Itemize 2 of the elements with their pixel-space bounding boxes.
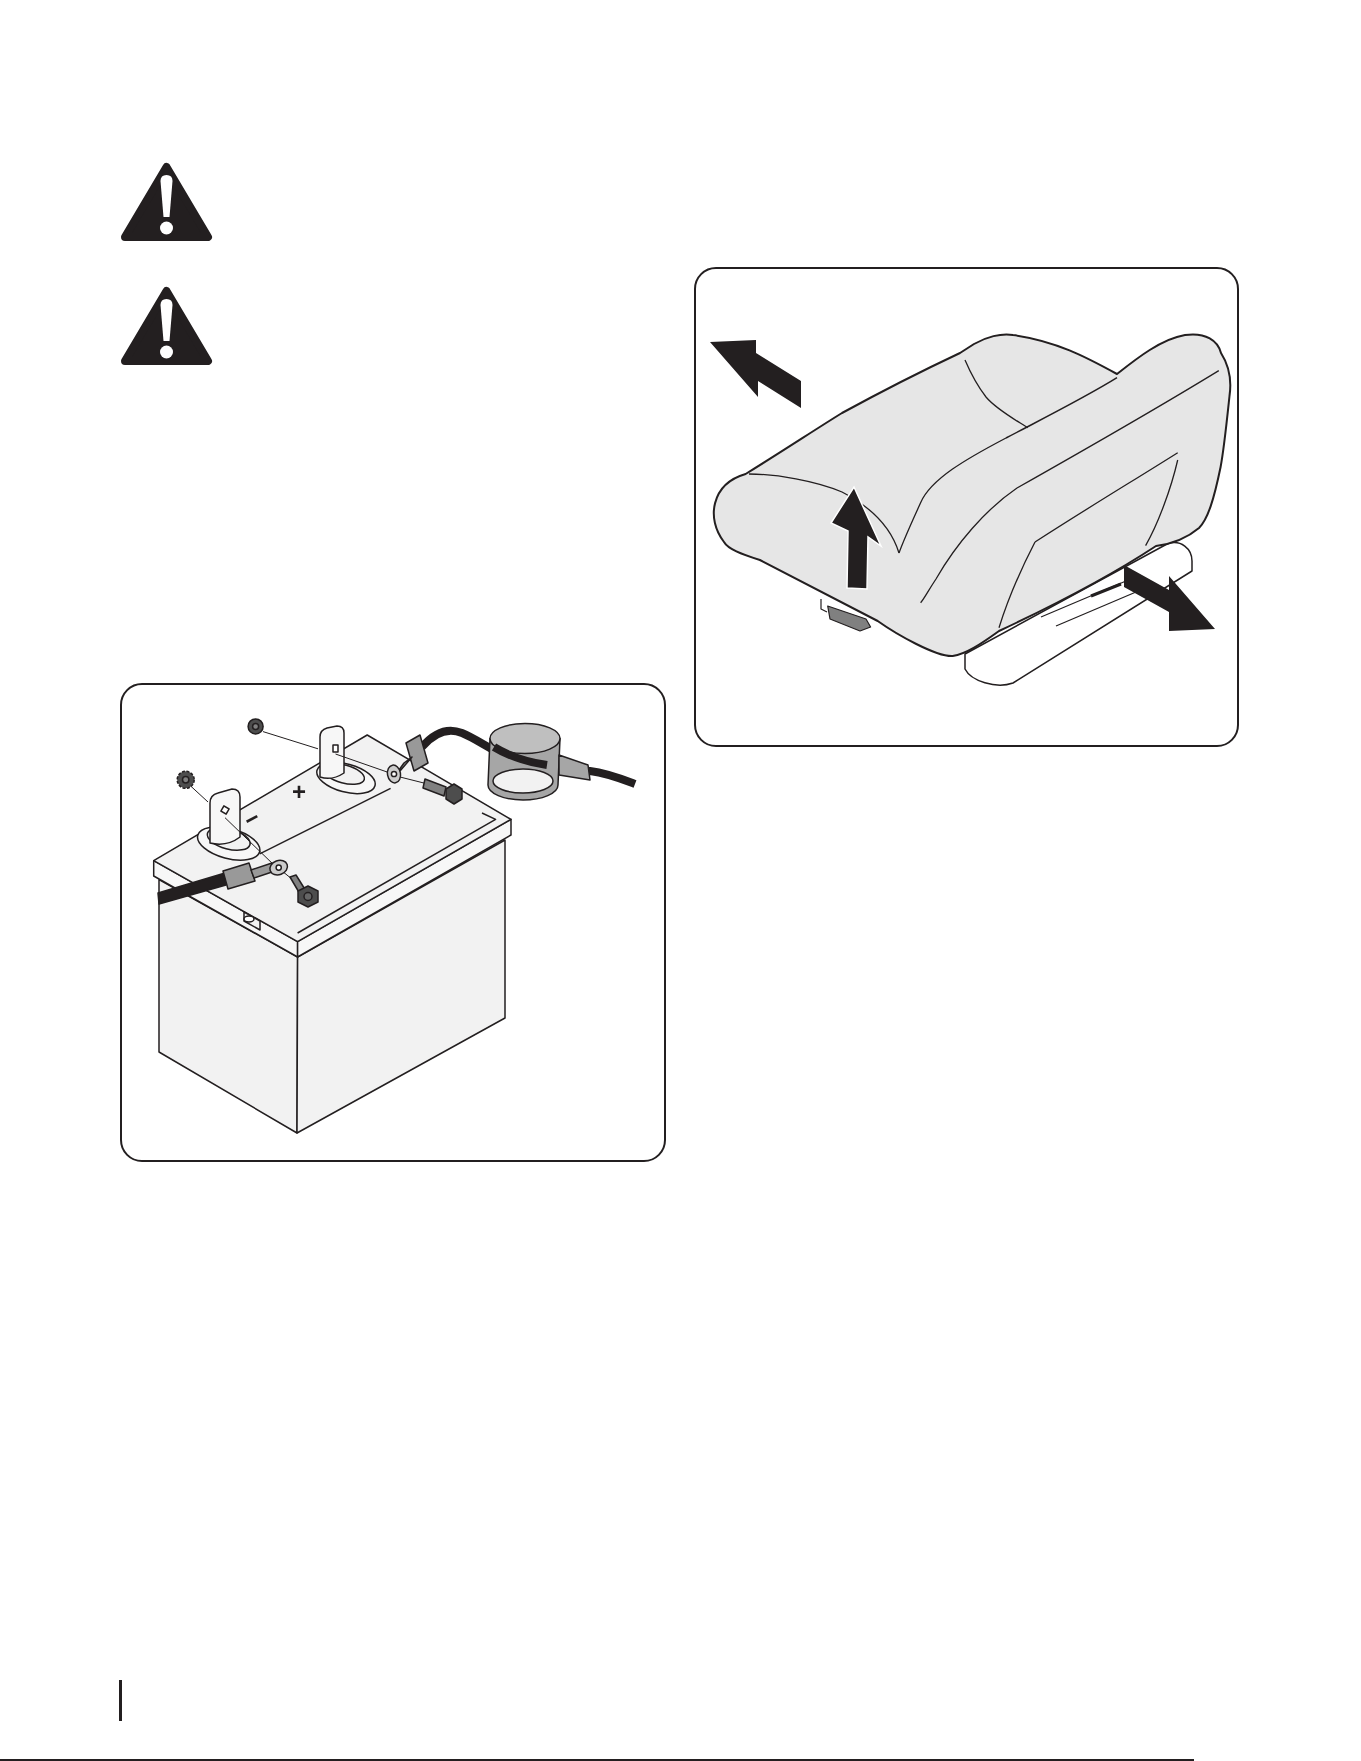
- polarity-sign: +: [292, 781, 306, 803]
- polarity-sign: −: [240, 806, 264, 832]
